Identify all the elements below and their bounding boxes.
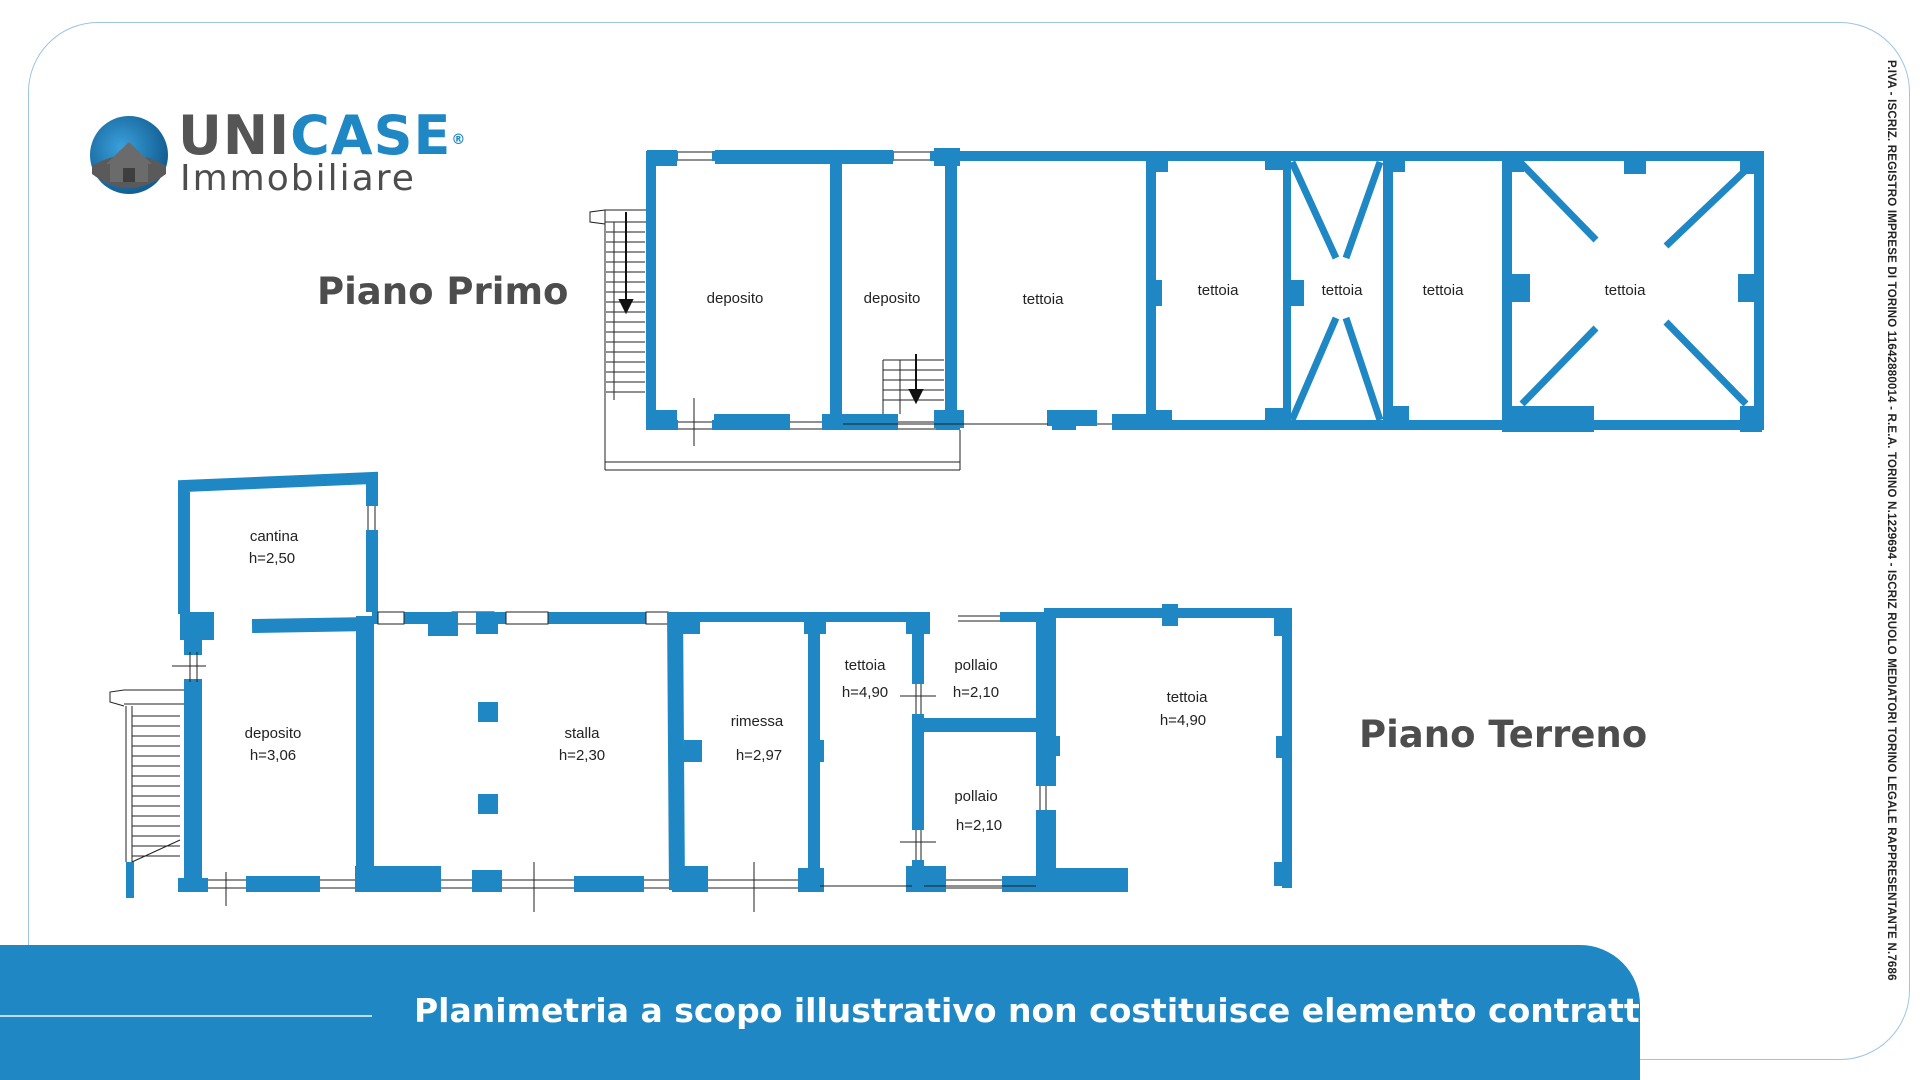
ground-room-label: tettoia (845, 657, 887, 674)
first-floor-room-label: tettoia (1423, 282, 1465, 299)
ground-room-height: h=4,90 (1160, 712, 1206, 729)
first-floor-title: Piano Primo (317, 270, 569, 313)
registered-mark: ® (451, 132, 467, 148)
ground-room-height: h=2,10 (956, 817, 1002, 834)
logo-wordmark: UNICASE® (178, 106, 466, 166)
globe-house-icon (90, 116, 168, 194)
ground-room-label: deposito (245, 725, 302, 742)
ground-floor-title: Piano Terreno (1359, 713, 1648, 756)
first-floor-room-label: tettoia (1322, 282, 1364, 299)
ground-room-height: h=3,06 (250, 747, 296, 764)
ground-room-height: h=2,30 (559, 747, 605, 764)
ground-room-height: h=2,97 (736, 747, 782, 764)
ground-room-height: h=4,90 (842, 684, 888, 701)
ground-room-label: cantina (250, 528, 299, 545)
disclaimer-banner: Planimetria a scopo illustrativo non cos… (0, 945, 1719, 1080)
first-floor-outer-wall (646, 151, 1764, 430)
banner-divider (0, 1015, 372, 1017)
logo-brand-case: CASE (290, 104, 452, 167)
first-floor-room-label: deposito (864, 290, 921, 307)
ground-room-label: pollaio (954, 657, 997, 674)
ground-room-height: h=2,10 (953, 684, 999, 701)
ground-room-label: rimessa (731, 713, 784, 730)
ground-room-label: tettoia (1167, 689, 1209, 706)
first-floor-room-label: tettoia (1198, 282, 1240, 299)
legal-registration-text: P.IVA - ISCRIZ. REGISTRO IMPRESE DI TORI… (1885, 60, 1897, 981)
unicase-logo: UNICASE® Immobiliare (86, 106, 506, 202)
first-floor-room-label: deposito (707, 290, 764, 307)
logo-brand-uni: UNI (178, 104, 291, 167)
logo-subtitle: Immobiliare (180, 158, 416, 199)
first-floor-room-label: tettoia (1605, 282, 1647, 299)
ground-room-label: stalla (564, 725, 600, 742)
first-floor-plan: deposito deposito tettoia tettoia tettoi… (589, 148, 1764, 471)
first-floor-room-label: tettoia (1023, 291, 1065, 308)
ground-room-label: pollaio (954, 788, 997, 805)
ground-room-height: h=2,50 (249, 550, 295, 567)
disclaimer-text: Planimetria a scopo illustrativo non cos… (414, 991, 1720, 1030)
ground-floor-plan: cantina h=2,50 deposito h=3,06 stalla h=… (109, 471, 1292, 912)
